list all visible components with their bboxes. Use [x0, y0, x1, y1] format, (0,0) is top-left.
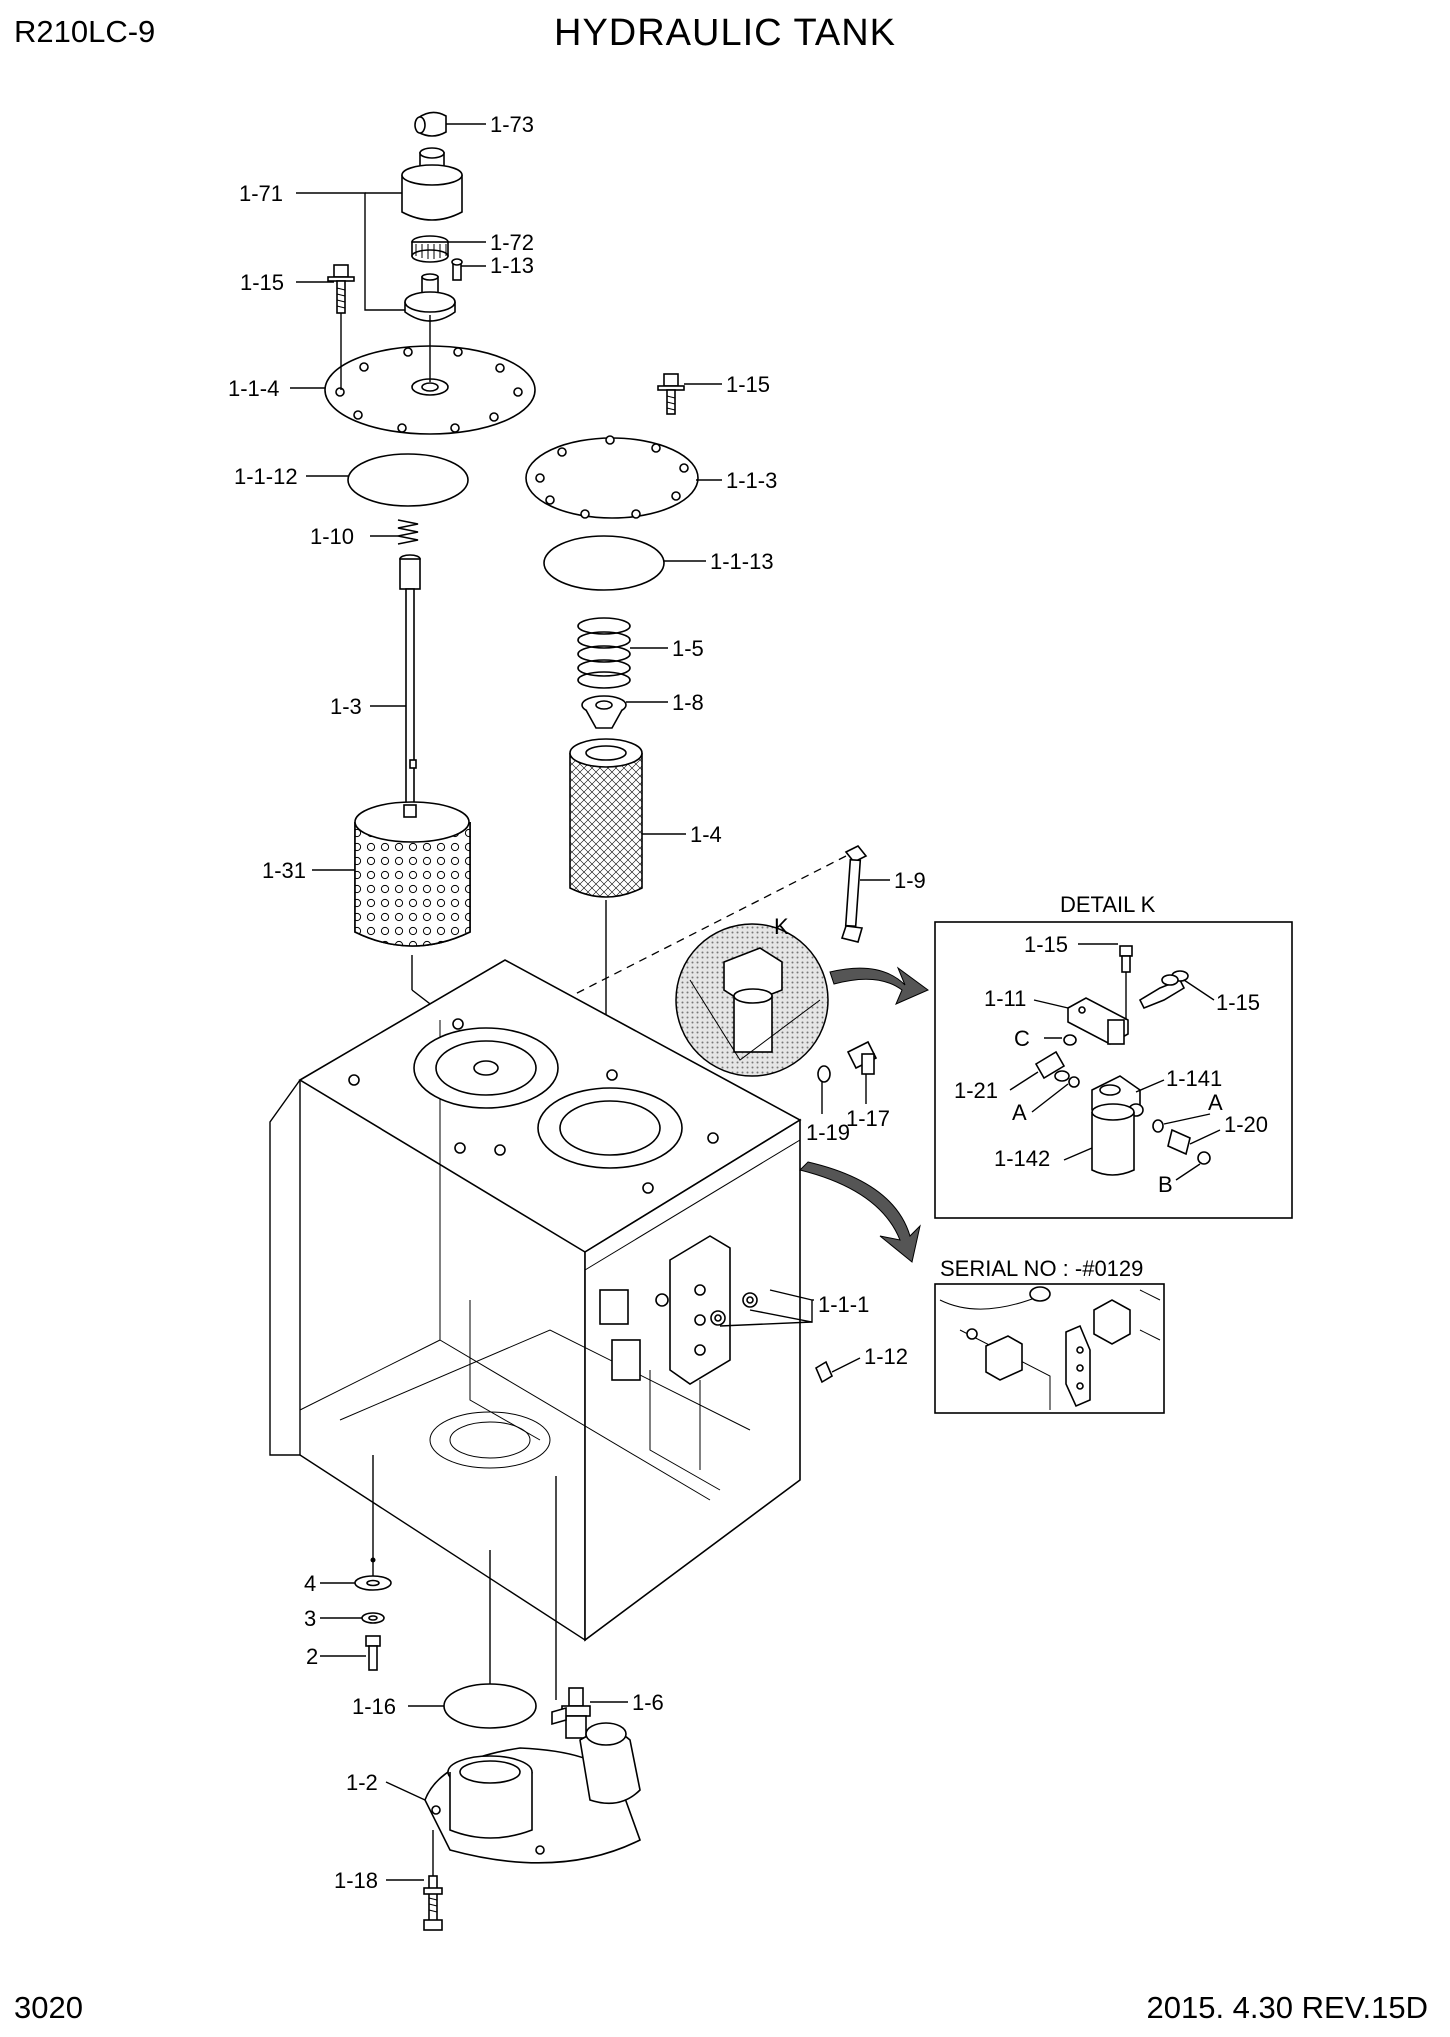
callout-1-71: 1-71: [239, 181, 283, 206]
callout-1-31: 1-31: [262, 858, 306, 883]
callout-1-72: 1-72: [490, 230, 534, 255]
detail-callout-a-right: A: [1208, 1090, 1223, 1115]
level-gauge-group: [429, 844, 868, 1069]
callout-1-1-13: 1-1-13: [710, 549, 774, 574]
callout-1-17: 1-17: [846, 1106, 890, 1131]
callout-1-12: 1-12: [864, 1344, 908, 1369]
hydraulic-tank-body: [269, 959, 834, 1700]
callout-4: 4: [304, 1571, 316, 1596]
callout-1-16: 1-16: [352, 1694, 396, 1719]
callout-labels: 1-73 1-71 1-72 1-13 1-15 1-1-4 1-15 1-1-…: [228, 112, 1268, 1893]
callout-1-1-12: 1-1-12: [234, 464, 298, 489]
detail-callout-1-141: 1-141: [1166, 1066, 1222, 1091]
callout-1-18: 1-18: [334, 1868, 378, 1893]
callout-1-6: 1-6: [632, 1690, 664, 1715]
detail-callout-1-20: 1-20: [1224, 1112, 1268, 1137]
detail-callout-1-21: 1-21: [954, 1078, 998, 1103]
detail-callout-c: C: [1014, 1026, 1030, 1051]
callout-1-73: 1-73: [490, 112, 534, 137]
callout-1-3: 1-3: [330, 694, 362, 719]
breather-cap-group: [324, 111, 536, 1051]
callout-1-1-1: 1-1-1: [818, 1292, 869, 1317]
detail-callout-1-11: 1-11: [984, 986, 1026, 1011]
callout-1-15-b: 1-15: [726, 372, 770, 397]
callout-1-9: 1-9: [894, 868, 926, 893]
model-number: R210LC-9: [14, 14, 156, 49]
callout-3: 3: [304, 1606, 316, 1631]
callout-1-10: 1-10: [310, 524, 354, 549]
detail-callout-1-15-a: 1-15: [1024, 932, 1068, 957]
callout-1-1-3: 1-1-3: [726, 468, 777, 493]
detail-callout-b: B: [1158, 1172, 1173, 1197]
callout-2: 2: [306, 1644, 318, 1669]
callout-1-4: 1-4: [690, 822, 722, 847]
revision-date: 2015. 4.30 REV.15D: [1146, 1990, 1428, 2025]
detail-callout-a-left: A: [1012, 1100, 1027, 1125]
detail-k-marker: K: [774, 914, 789, 939]
callout-1-5: 1-5: [672, 636, 704, 661]
callout-1-1-4: 1-1-4: [228, 376, 279, 401]
return-filter-group: [525, 373, 699, 1072]
callout-1-15-a: 1-15: [240, 270, 284, 295]
callout-1-2: 1-2: [346, 1770, 378, 1795]
tank-bottom-parts: [354, 1455, 641, 1931]
leader-lines: [290, 123, 1221, 1881]
detail-k-box: [934, 921, 1293, 1219]
page-title: HYDRAULIC TANK: [554, 12, 896, 54]
detail-k-callout: [675, 923, 929, 1263]
detail-callout-1-142: 1-142: [994, 1146, 1050, 1171]
detail-k-title: DETAIL K: [1060, 892, 1156, 917]
callout-1-13: 1-13: [490, 253, 534, 278]
serial-detail-title: SERIAL NO : -#0129: [940, 1256, 1143, 1281]
callout-1-8: 1-8: [672, 690, 704, 715]
serial-detail-box: [934, 1283, 1165, 1414]
callout-1-19: 1-19: [806, 1120, 850, 1145]
page-number: 3020: [14, 1990, 83, 2025]
detail-callout-1-15-b: 1-15: [1216, 990, 1260, 1015]
